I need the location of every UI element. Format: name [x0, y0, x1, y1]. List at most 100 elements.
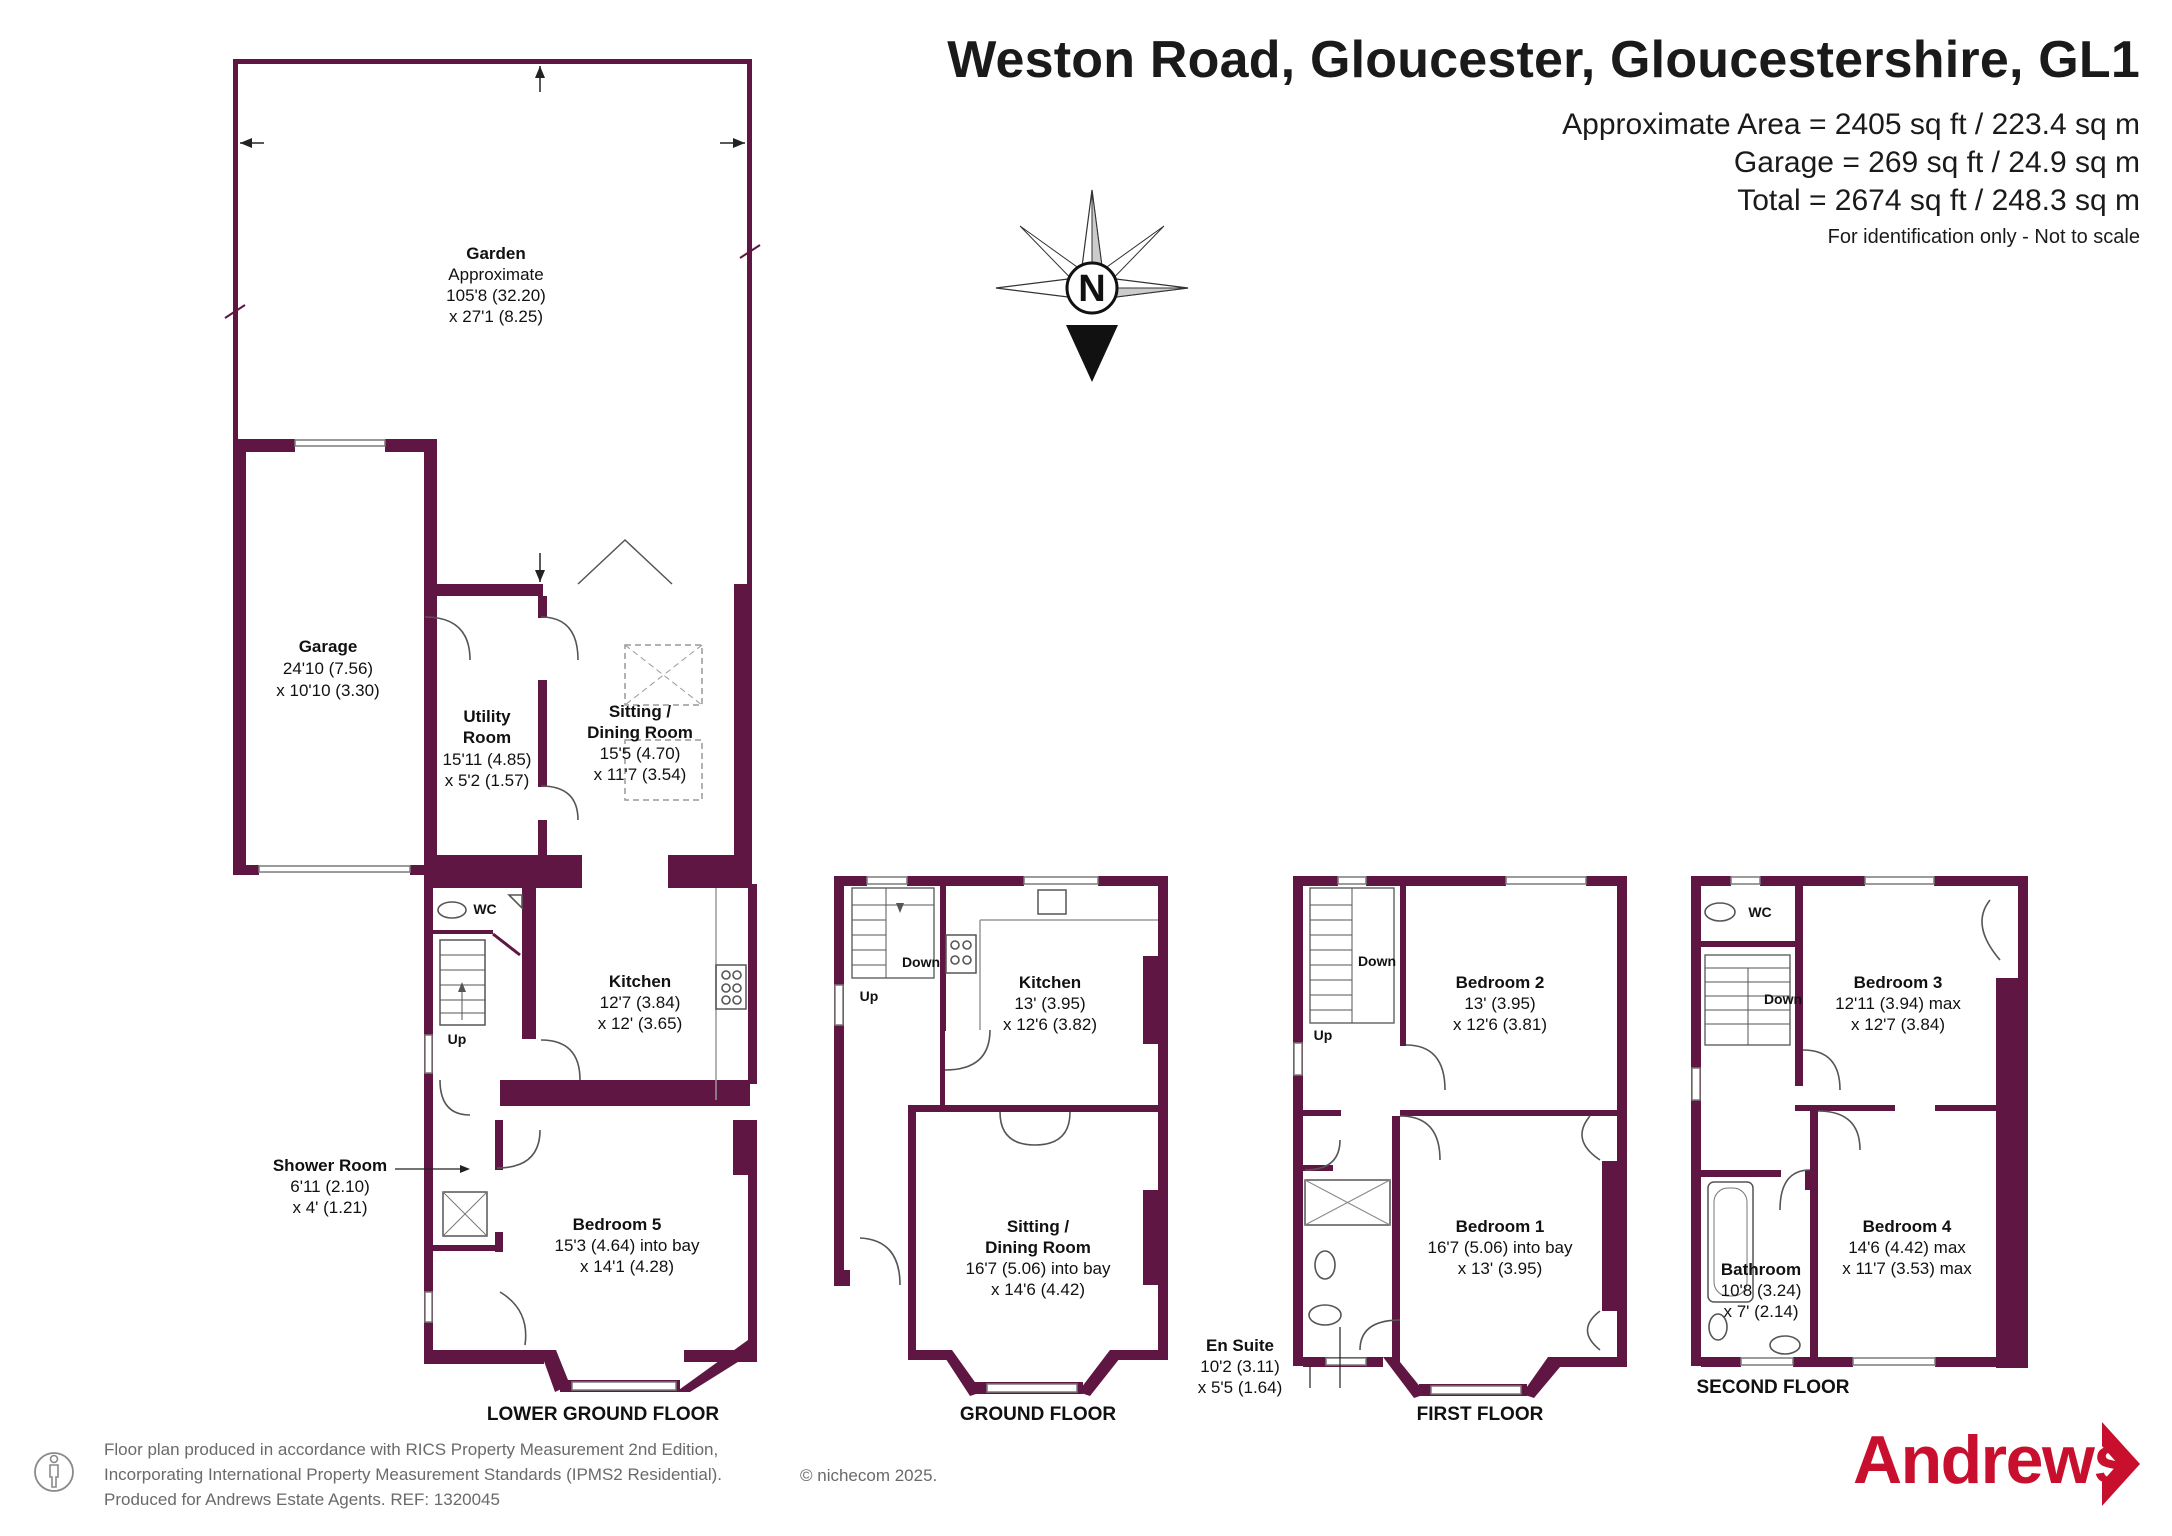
sf-wc-label: WC — [1748, 904, 1771, 920]
compass-north-label: N — [1078, 268, 1105, 310]
identification-note: For identification only - Not to scale — [1827, 226, 2140, 248]
svg-text:Garage: Garage — [299, 637, 358, 656]
person-icon — [34, 1452, 74, 1492]
svg-text:Bathroom: Bathroom — [1721, 1260, 1801, 1279]
gf-stairs-up-label: Up — [860, 988, 879, 1004]
svg-text:x 12'6 (3.82): x 12'6 (3.82) — [1003, 1015, 1097, 1034]
footer-note: Floor plan produced in accordance with R… — [104, 1437, 937, 1512]
bedroom-5-label: Bedroom 5 15'3 (4.64) into bay x 14'1 (4… — [554, 1215, 700, 1276]
sf-stairs-down-label: Down — [1764, 991, 1802, 1007]
footer-line-3: Produced for Andrews Estate Agents. REF:… — [104, 1490, 500, 1509]
ground-floor-walls — [834, 876, 1168, 1396]
second-floor-walls — [1691, 876, 2028, 1368]
svg-text:Sitting /: Sitting / — [1007, 1217, 1070, 1236]
svg-text:x 12' (3.65): x 12' (3.65) — [598, 1014, 683, 1033]
lower-ground-fixtures — [395, 538, 747, 1346]
svg-text:13' (3.95): 13' (3.95) — [1464, 994, 1535, 1013]
ground-floor-fixtures — [851, 887, 1158, 1286]
approximate-area: Approximate Area = 2405 sq ft / 223.4 sq… — [1562, 108, 2140, 141]
svg-text:x 5'2 (1.57): x 5'2 (1.57) — [445, 771, 530, 790]
lower-ground-floor-label: LOWER GROUND FLOOR — [487, 1404, 719, 1425]
garage-label: Garage 24'10 (7.56) x 10'10 (3.30) — [276, 637, 379, 700]
svg-text:14'6 (4.42) max: 14'6 (4.42) max — [1848, 1238, 1966, 1257]
garden-outline — [224, 59, 761, 589]
svg-text:12'7 (3.84): 12'7 (3.84) — [600, 993, 681, 1012]
lg-sitting-room-label: Sitting / Dining Room 15'5 (4.70) x 11'7… — [587, 702, 693, 784]
footer-line-2: Incorporating International Property Mea… — [104, 1465, 722, 1484]
svg-text:13' (3.95): 13' (3.95) — [1014, 994, 1085, 1013]
bedroom-4-label: Bedroom 4 14'6 (4.42) max x 11'7 (3.53) … — [1842, 1217, 1972, 1278]
svg-text:x 11'7 (3.54): x 11'7 (3.54) — [594, 765, 687, 784]
first-floor-walls — [1293, 876, 1627, 1398]
svg-text:x 12'6 (3.81): x 12'6 (3.81) — [1453, 1015, 1547, 1034]
page-title: Weston Road, Gloucester, Gloucestershire… — [947, 31, 2140, 89]
compass-icon: N — [995, 189, 1189, 382]
lg-stairs-up-label: Up — [448, 1031, 467, 1047]
svg-text:15'11 (4.85): 15'11 (4.85) — [443, 750, 532, 769]
gf-stairs-down-label: Down — [902, 954, 940, 970]
svg-text:x 14'6 (4.42): x 14'6 (4.42) — [991, 1280, 1085, 1299]
garage-area: Garage = 269 sq ft / 24.9 sq m — [1733, 146, 2140, 179]
first-floor-label: FIRST FLOOR — [1417, 1404, 1544, 1425]
gf-sitting-room-label: Sitting / Dining Room 16'7 (5.06) into b… — [965, 1217, 1111, 1299]
svg-text:15'5 (4.70): 15'5 (4.70) — [600, 744, 681, 763]
svg-text:Bedroom 2: Bedroom 2 — [1456, 973, 1545, 992]
svg-text:Bedroom 5: Bedroom 5 — [573, 1215, 662, 1234]
svg-text:Shower Room: Shower Room — [273, 1156, 387, 1175]
svg-text:10'8 (3.24): 10'8 (3.24) — [1721, 1281, 1802, 1300]
lower-ground-walls — [424, 584, 757, 1392]
svg-text:Dining Room: Dining Room — [985, 1238, 1091, 1257]
bedroom-3-label: Bedroom 3 12'11 (3.94) max x 12'7 (3.84) — [1835, 973, 1961, 1034]
svg-text:x 13' (3.95): x 13' (3.95) — [1458, 1259, 1543, 1278]
footer-copyright: © nichecom 2025. — [800, 1466, 938, 1485]
svg-text:En Suite: En Suite — [1206, 1336, 1274, 1355]
svg-text:16'7 (5.06) into bay: 16'7 (5.06) into bay — [1427, 1238, 1573, 1257]
svg-text:Bedroom 4: Bedroom 4 — [1863, 1217, 1952, 1236]
svg-text:x 4' (1.21): x 4' (1.21) — [292, 1198, 367, 1217]
brand-logo: Andrews — [1853, 1422, 2131, 1498]
svg-text:24'10 (7.56): 24'10 (7.56) — [283, 659, 373, 678]
ff-stairs-up-label: Up — [1314, 1027, 1333, 1043]
svg-text:Kitchen: Kitchen — [1019, 973, 1081, 992]
shower-room-label: Shower Room 6'11 (2.10) x 4' (1.21) — [273, 1156, 387, 1217]
svg-text:Room: Room — [463, 728, 511, 747]
svg-text:Sitting /: Sitting / — [609, 702, 672, 721]
svg-text:Kitchen: Kitchen — [609, 972, 671, 991]
lg-wc-label: WC — [473, 901, 496, 917]
svg-text:10'2 (3.11): 10'2 (3.11) — [1200, 1357, 1279, 1376]
svg-text:x 11'7 (3.53) max: x 11'7 (3.53) max — [1842, 1259, 1972, 1278]
svg-text:Bedroom 3: Bedroom 3 — [1854, 973, 1943, 992]
bedroom-1-label: Bedroom 1 16'7 (5.06) into bay x 13' (3.… — [1427, 1217, 1573, 1278]
svg-text:105'8 (32.20): 105'8 (32.20) — [446, 286, 546, 305]
lg-kitchen-label: Kitchen 12'7 (3.84) x 12' (3.65) — [598, 972, 683, 1033]
bedroom-2-label: Bedroom 2 13' (3.95) x 12'6 (3.81) — [1453, 973, 1547, 1034]
utility-room-label: Utility Room 15'11 (4.85) x 5'2 (1.57) — [443, 707, 532, 790]
ff-stairs-down-label: Down — [1358, 953, 1396, 969]
first-floor-fixtures — [1304, 887, 1601, 1388]
svg-text:6'11 (2.10): 6'11 (2.10) — [290, 1177, 369, 1196]
svg-text:Approximate: Approximate — [448, 265, 543, 284]
garden-label: Garden Approximate 105'8 (32.20) x 27'1 … — [446, 244, 546, 326]
bathroom-label: Bathroom 10'8 (3.24) x 7' (2.14) — [1721, 1260, 1802, 1321]
svg-text:x 5'5 (1.64): x 5'5 (1.64) — [1198, 1378, 1283, 1397]
second-floor-label: SECOND FLOOR — [1696, 1377, 1849, 1398]
svg-text:15'3 (4.64) into bay: 15'3 (4.64) into bay — [554, 1236, 700, 1255]
svg-text:12'11 (3.94) max: 12'11 (3.94) max — [1835, 994, 1961, 1013]
svg-text:16'7 (5.06) into bay: 16'7 (5.06) into bay — [965, 1259, 1111, 1278]
gf-kitchen-label: Kitchen 13' (3.95) x 12'6 (3.82) — [1003, 973, 1097, 1034]
brand-chevron-icon — [2102, 1422, 2140, 1506]
svg-text:Utility: Utility — [463, 707, 511, 726]
total-area: Total = 2674 sq ft / 248.3 sq m — [1737, 184, 2140, 217]
svg-text:x 27'1 (8.25): x 27'1 (8.25) — [449, 307, 543, 326]
en-suite-label: En Suite 10'2 (3.11) x 5'5 (1.64) — [1198, 1336, 1283, 1397]
svg-text:x 10'10 (3.30): x 10'10 (3.30) — [276, 681, 379, 700]
garage-walls — [233, 439, 437, 875]
svg-text:Bedroom 1: Bedroom 1 — [1456, 1217, 1545, 1236]
svg-text:x 12'7 (3.84): x 12'7 (3.84) — [1851, 1015, 1945, 1034]
footer-line-1: Floor plan produced in accordance with R… — [104, 1440, 719, 1459]
svg-text:Garden: Garden — [466, 244, 526, 263]
ground-floor-label: GROUND FLOOR — [960, 1404, 1116, 1425]
svg-text:Dining Room: Dining Room — [587, 723, 693, 742]
second-floor-fixtures — [1704, 899, 2001, 1355]
